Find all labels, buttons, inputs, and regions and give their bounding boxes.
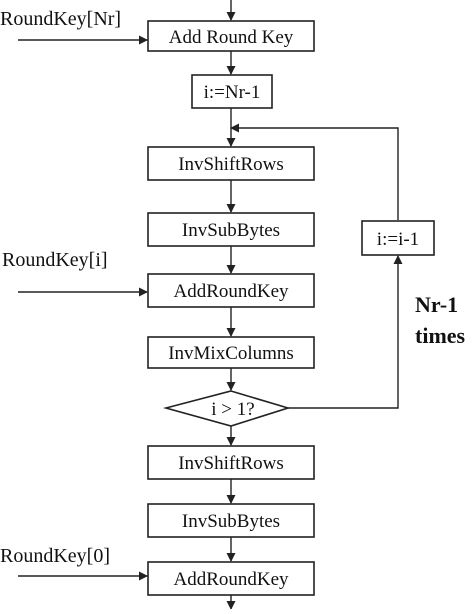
step-invsubbytes-2: InvSubBytes <box>147 503 315 538</box>
step-label: InvSubBytes <box>182 220 280 241</box>
step-invsubbytes-1: InvSubBytes <box>147 212 315 247</box>
roundkey-nr-label: RoundKey[Nr] <box>0 8 121 30</box>
step-label: i:=i-1 <box>377 229 419 250</box>
step-label: InvShiftRows <box>178 154 284 175</box>
roundkey-zero-label: RoundKey[0] <box>0 545 110 567</box>
step-invshiftrows-1: InvShiftRows <box>147 146 315 181</box>
loop-count-line1: Nr-1 <box>415 292 458 317</box>
decision-diamond: i > 1? <box>162 390 291 427</box>
connectors <box>18 0 403 610</box>
loop-to-decrement <box>288 255 403 409</box>
step-label: Add Round Key <box>169 27 294 48</box>
step-label: AddRoundKey <box>173 281 289 302</box>
step-label: InvMixColumns <box>168 343 294 364</box>
step-add-round-key-first: Add Round Key <box>147 20 315 52</box>
step-addroundkey-loop: AddRoundKey <box>147 273 315 308</box>
step-init-counter: i:=Nr-1 <box>191 74 273 109</box>
roundkey-i-label: RoundKey[i] <box>2 249 108 271</box>
step-label: i:=Nr-1 <box>204 82 261 103</box>
loop-back-arrow <box>230 123 399 220</box>
decision-label: i > 1? <box>211 399 254 420</box>
step-label: InvShiftRows <box>178 453 284 474</box>
step-label: InvSubBytes <box>182 511 280 532</box>
step-addroundkey-last: AddRoundKey <box>147 561 315 596</box>
step-invmixcolumns: InvMixColumns <box>147 336 315 369</box>
step-decrement: i:=i-1 <box>361 220 435 256</box>
step-invshiftrows-2: InvShiftRows <box>147 445 315 480</box>
step-label: AddRoundKey <box>173 569 289 590</box>
loop-count-line2: times <box>415 323 466 348</box>
